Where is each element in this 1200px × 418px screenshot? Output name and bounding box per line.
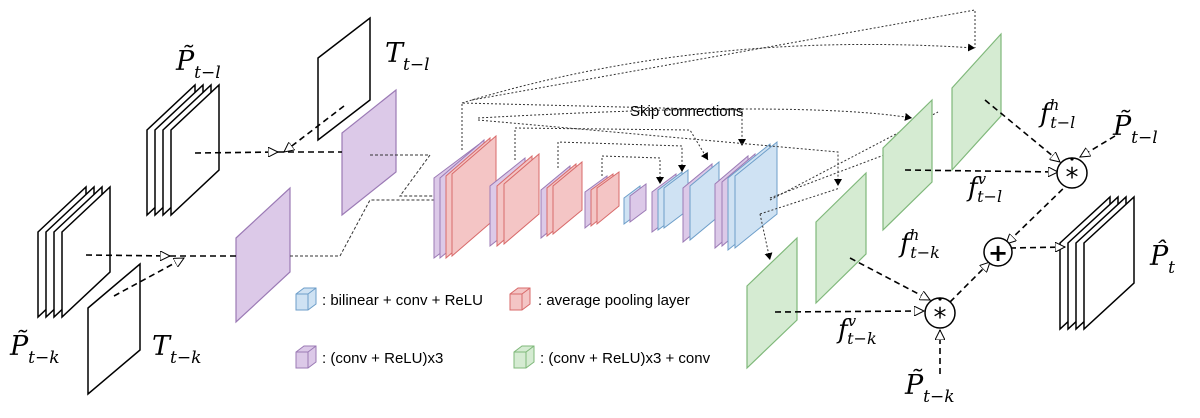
unet-blocks: [433, 134, 778, 260]
conv-symbol-bottom: *: [934, 303, 947, 333]
frame-t-t-l: [317, 16, 371, 142]
skip-connections-label: Skip connections: [630, 103, 743, 120]
add-operator: +: [983, 237, 1013, 267]
legend-item-purple: : (conv + ReLU)x3: [295, 345, 443, 369]
conv-operator-bottom: *: [924, 297, 956, 333]
label-p-tilde-t-k-bottom: P̃t−k: [904, 368, 955, 407]
frame-t-t-k: [87, 262, 141, 396]
legend-item-green: : (conv + ReLU)x3 + conv: [513, 345, 711, 369]
legend-item-red: : average pooling layer: [509, 287, 690, 311]
label-p-hat-t: P̂t: [1149, 239, 1175, 278]
skip-connection-arcs: [461, 9, 976, 261]
frame-stack-p-tilde-t-k: [37, 185, 111, 319]
legend-label-green: : (conv + ReLU)x3 + conv: [540, 350, 711, 367]
conv-symbol-top: *: [1066, 163, 1079, 193]
input-arrows: [85, 105, 345, 297]
label-t-t-k: Tt−k: [152, 331, 201, 368]
purple-conv-bottom: [235, 186, 291, 324]
purple-conv-top: [341, 88, 397, 217]
frame-stack-p-hat-t: [1059, 195, 1135, 331]
label-p-tilde-t-l: P̃t−l: [175, 44, 221, 83]
legend-item-blue: : bilinear + conv + ReLU: [295, 287, 483, 311]
label-t-t-l: Tt−l: [385, 38, 430, 75]
legend-label-purple: : (conv + ReLU)x3: [322, 350, 443, 367]
frame-stack-p-tilde-t-l: [146, 83, 220, 217]
output-arrows: [774, 99, 1116, 374]
legend-label-blue: : bilinear + conv + ReLU: [322, 292, 483, 309]
encoder-input-lines: [290, 154, 436, 257]
legend-label-red: : average pooling layer: [538, 292, 690, 309]
conv-operator-top: *: [1056, 157, 1088, 193]
label-p-tilde-t-l-right: P̃t−l: [1112, 109, 1158, 148]
legend: : bilinear + conv + ReLU : average pooli…: [295, 287, 711, 369]
green-output-planes: [746, 32, 1002, 370]
label-p-tilde-t-k: P̃t−k: [9, 329, 60, 368]
plus-symbol: +: [988, 239, 1008, 267]
